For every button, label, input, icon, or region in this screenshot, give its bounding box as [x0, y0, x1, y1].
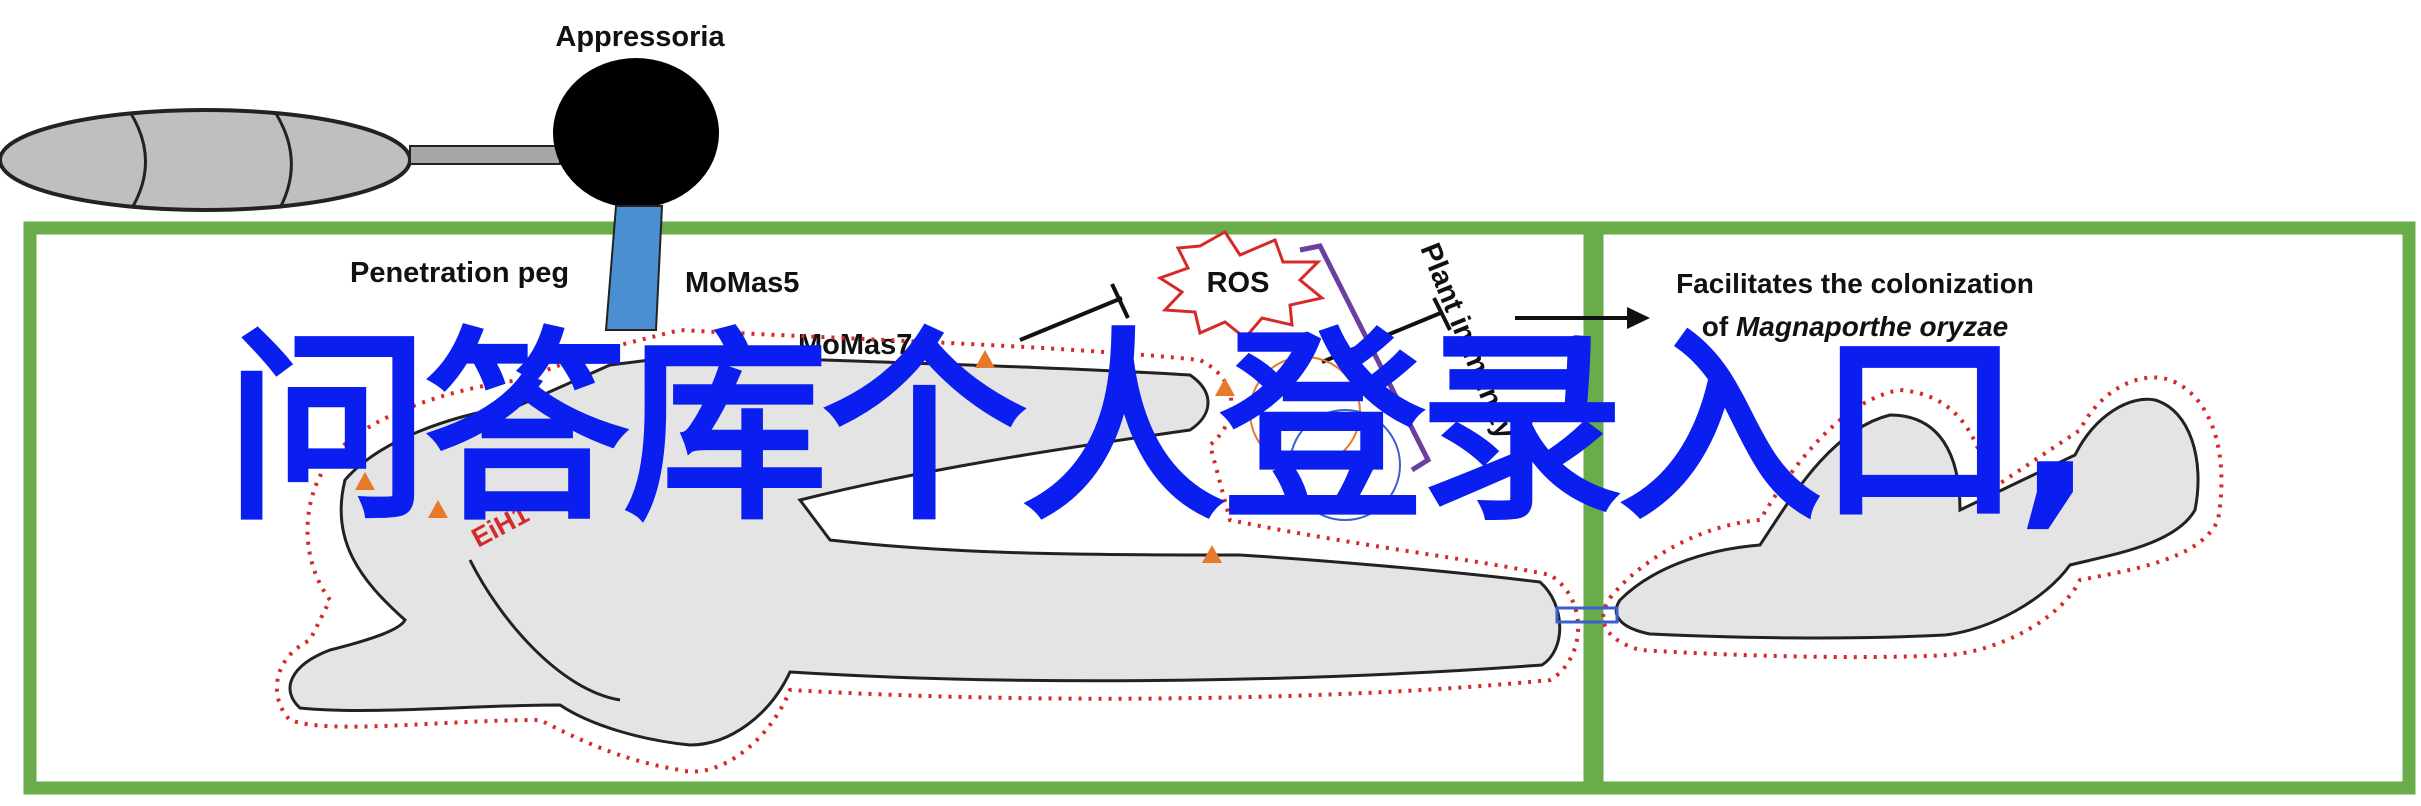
penetration-peg-label: Penetration peg [350, 257, 569, 289]
appressorium [553, 58, 719, 208]
red-dotted-boundary-right [1601, 375, 2224, 660]
watermark-overlay-text: 问答库个人登录入口, [225, 311, 2094, 549]
momas7-label: MoMas7 [798, 329, 912, 361]
germ-tube [409, 145, 561, 165]
inhibition-arrow-ros [1019, 283, 1130, 342]
invasive-hyphae-right [1614, 397, 2200, 640]
plant-cell-frame-right [1590, 221, 2416, 795]
plant-cell-frame-left [23, 221, 1597, 795]
orange-markers [355, 350, 1235, 563]
facilitation-arrow [1515, 307, 1650, 329]
ros-burst [1156, 230, 1326, 341]
facilitates-label-line1: Facilitates the colonization [1676, 268, 2034, 299]
penetration-peg [604, 205, 664, 331]
purple-bracket [1299, 243, 1432, 473]
facilitates-label-line2: of Magnaporthe oryzae [1702, 311, 2009, 342]
spore [0, 108, 412, 212]
appressoria-label: Appressoria [555, 21, 725, 53]
momas5-label: MoMas5 [685, 267, 799, 299]
blue-circle [1289, 409, 1401, 521]
plasmodesma [1555, 606, 1619, 624]
ros-label: ROS [1207, 267, 1270, 299]
inhibition-arrow-plant-immunity [1321, 297, 1452, 364]
